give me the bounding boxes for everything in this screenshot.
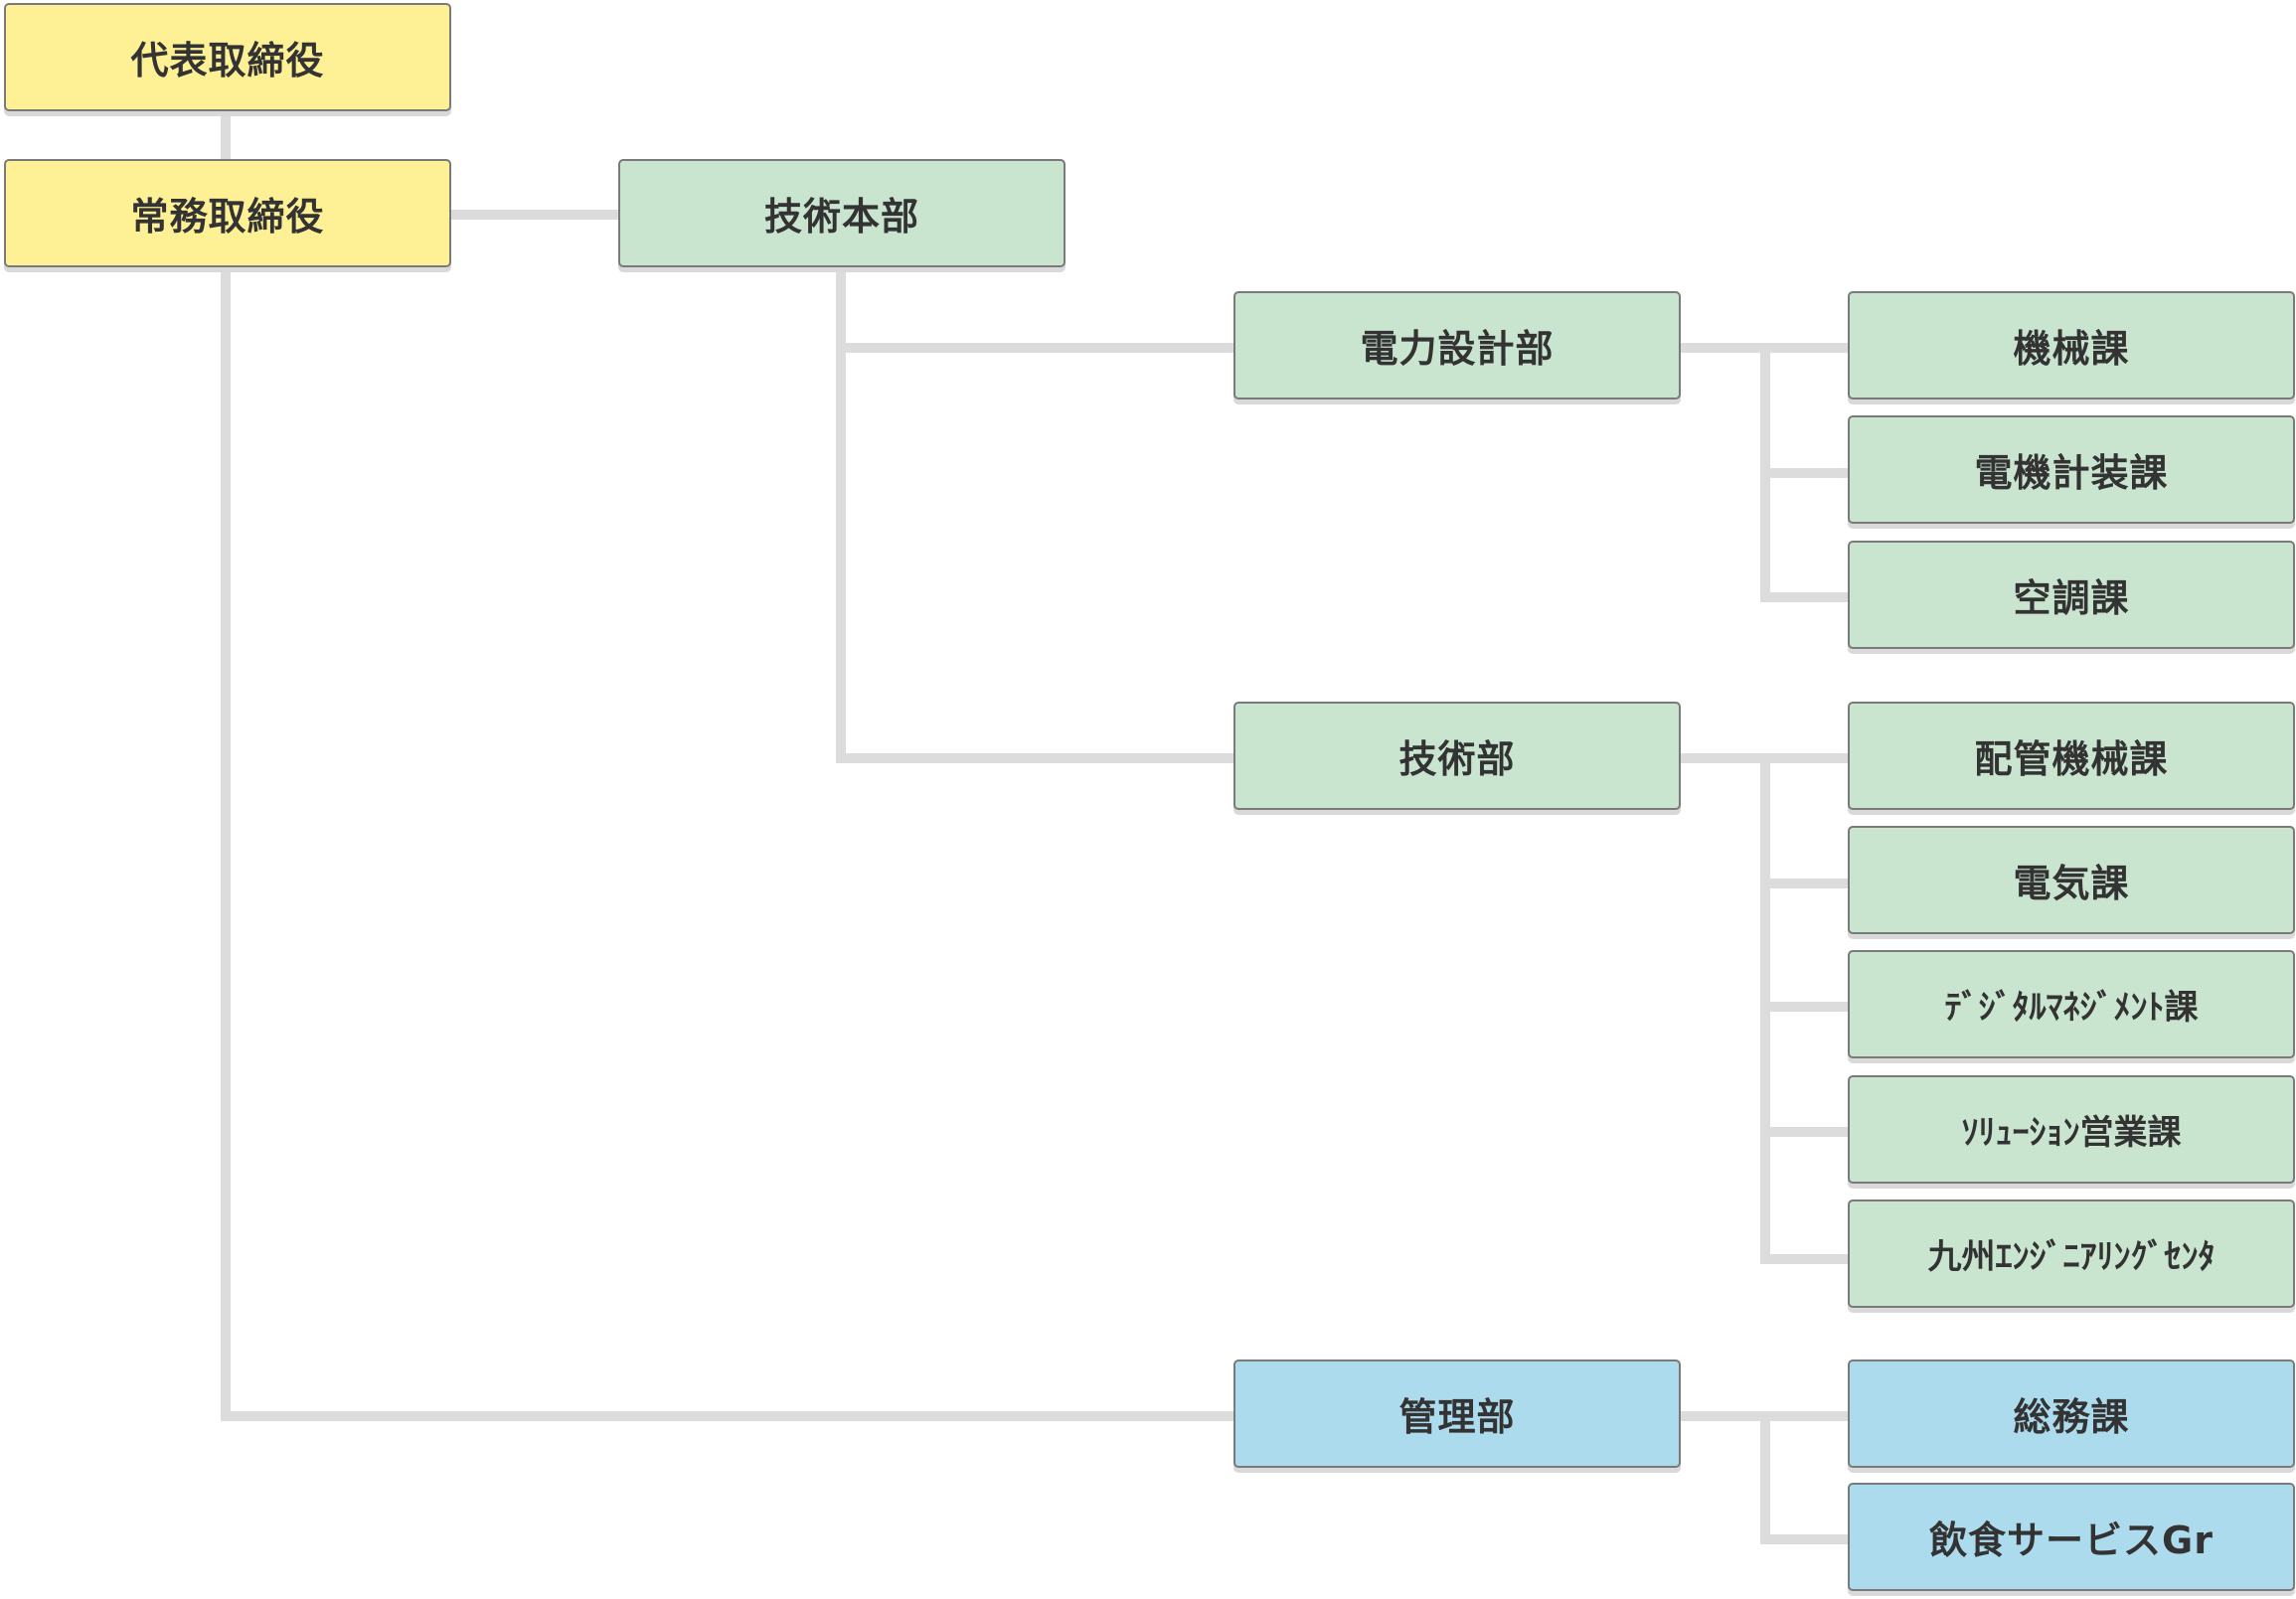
- connector-techdept-sec1: [1760, 753, 1849, 763]
- node-section-piping-mechanical: 配管機械課: [1848, 702, 2295, 810]
- connector-md-admin: [221, 1411, 1235, 1421]
- connector-admin-trunk: [1760, 1411, 1770, 1544]
- node-ceo: 代表取締役: [4, 3, 451, 111]
- connector-power-sec3: [1760, 592, 1849, 602]
- connector-power-stub: [1679, 343, 1770, 353]
- connector-ceo-md: [221, 111, 231, 159]
- connector-admin-sec1: [1760, 1411, 1849, 1421]
- node-section-general-affairs: 総務課: [1848, 1359, 2295, 1468]
- connector-admin-sec2: [1760, 1534, 1849, 1544]
- node-section-mechanical: 機械課: [1848, 291, 2295, 400]
- node-section-electrical-instrumentation: 電機計装課: [1848, 415, 2295, 524]
- node-admin-dept: 管理部: [1233, 1359, 1681, 1468]
- connector-md-techhq: [450, 210, 619, 220]
- node-section-digital-management: ﾃﾞｼﾞﾀﾙﾏﾈｼﾞﾒﾝﾄ課: [1848, 950, 2295, 1058]
- connector-techhq-power: [836, 343, 1235, 353]
- node-managing-director: 常務取締役: [4, 159, 451, 267]
- node-section-electrical: 電気課: [1848, 826, 2295, 934]
- connector-power-sec2: [1760, 468, 1849, 478]
- connector-techdept-sec4: [1760, 1127, 1849, 1137]
- connector-techdept-sec2: [1760, 879, 1849, 888]
- connector-techhq-trunk: [836, 267, 846, 762]
- node-tech-dept: 技術部: [1233, 702, 1681, 810]
- connector-admin-stub: [1679, 1411, 1770, 1421]
- node-section-solution-sales: ｿﾘｭｰｼｮﾝ営業課: [1848, 1075, 2295, 1184]
- connector-md-trunk: [221, 267, 231, 1421]
- node-power-design-dept: 電力設計部: [1233, 291, 1681, 400]
- node-section-food-service-group: 飲食サービスGr: [1848, 1483, 2295, 1591]
- connector-techdept-sec5: [1760, 1254, 1849, 1264]
- connector-techdept-stub: [1679, 753, 1770, 763]
- node-tech-hq: 技術本部: [618, 159, 1066, 267]
- connector-techhq-techdept: [836, 753, 1235, 763]
- connector-techdept-sec3: [1760, 1002, 1849, 1012]
- node-section-hvac: 空調課: [1848, 541, 2295, 649]
- node-section-kyushu-engineering-center: 九州ｴﾝｼﾞﾆｱﾘﾝｸﾞｾﾝﾀ: [1848, 1199, 2295, 1308]
- connector-power-sec1: [1760, 343, 1849, 353]
